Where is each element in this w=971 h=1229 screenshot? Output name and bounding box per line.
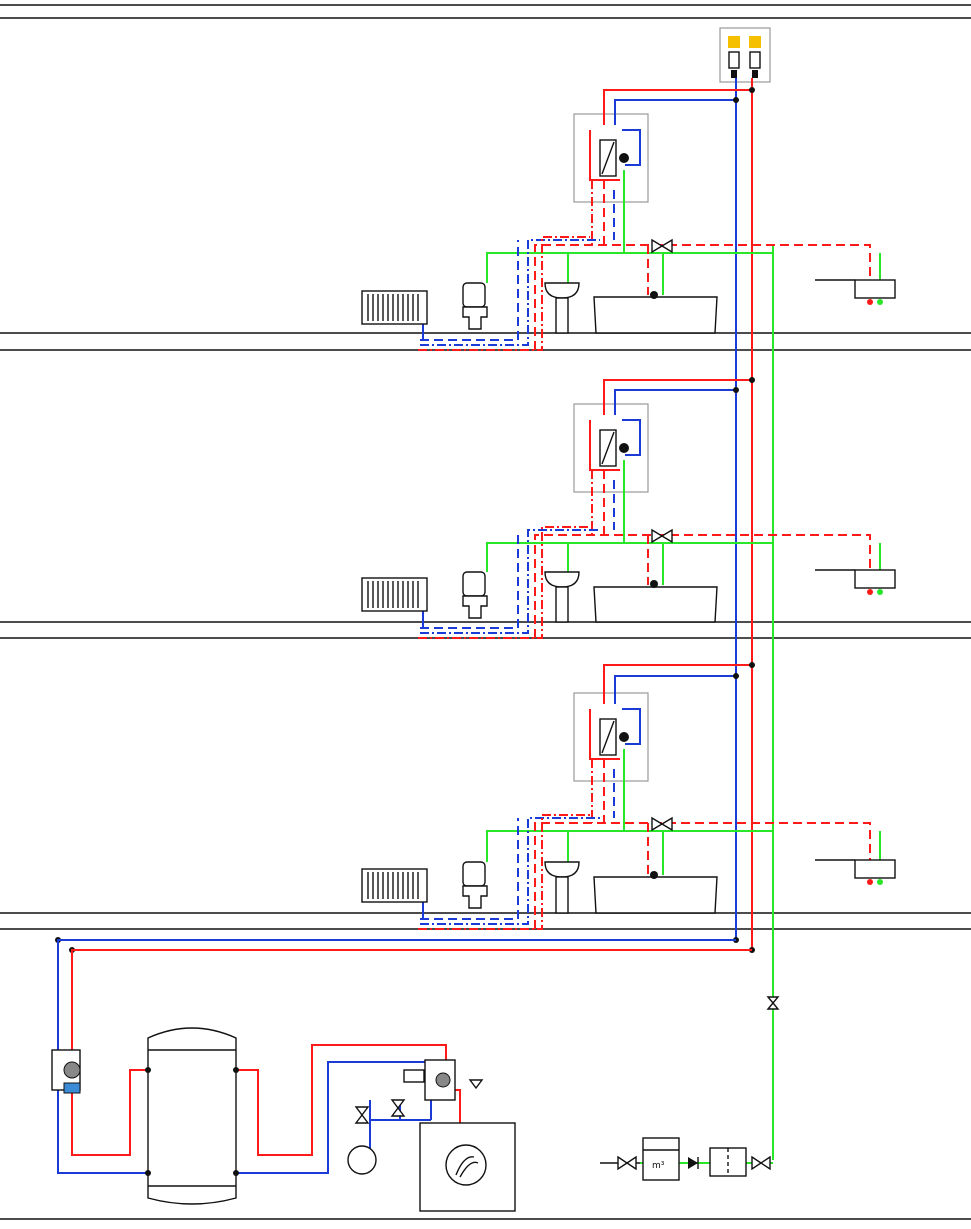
pressure-gauge-icon <box>403 1069 425 1083</box>
floor-1-branches <box>418 814 881 930</box>
check-valve-icon <box>688 1157 699 1169</box>
water-inlet-assembly: m³ <box>600 996 780 1181</box>
filter-icon <box>709 1147 747 1177</box>
radiator-icon <box>361 577 428 612</box>
bathtub-icon <box>593 871 718 914</box>
radiator-icon <box>361 868 428 903</box>
floor-2-assembly <box>361 379 896 639</box>
pump-icon <box>51 1049 81 1094</box>
main-risers <box>735 78 774 1160</box>
sink-icon <box>815 569 896 595</box>
heat-interface-unit-icon <box>573 89 752 252</box>
heat-interface-unit-icon <box>573 379 752 542</box>
water-meter-icon: m³ <box>642 1137 680 1181</box>
floor-2-branches <box>418 526 881 639</box>
boiler-icon <box>419 1122 516 1212</box>
expansion-vessel-icon <box>347 1099 406 1175</box>
floor-3-assembly <box>361 89 896 351</box>
sink-icon <box>815 859 896 885</box>
roof-terminal-unit <box>719 27 771 83</box>
sink-icon <box>815 279 896 305</box>
gate-valve-icon <box>651 816 673 832</box>
radiator-icon <box>361 290 428 325</box>
bathtub-icon <box>593 580 718 623</box>
meter-unit-label: m³ <box>652 1161 665 1171</box>
washbasin-icon <box>544 571 580 623</box>
junction-dots <box>55 87 755 953</box>
buffer-tank-icon <box>145 1027 239 1205</box>
floor-1-assembly <box>361 664 896 930</box>
gate-valve-icon <box>651 238 673 254</box>
boiler-safety-group <box>424 1059 484 1101</box>
bathtub-icon <box>593 291 718 334</box>
toilet-icon <box>462 861 488 909</box>
gate-valve-icon <box>651 528 673 544</box>
washbasin-icon <box>544 861 580 914</box>
heat-interface-unit-icon <box>573 664 752 830</box>
floor-slabs <box>0 4 971 1220</box>
toilet-icon <box>462 282 488 330</box>
washbasin-icon <box>544 282 580 334</box>
toilet-icon <box>462 571 488 619</box>
